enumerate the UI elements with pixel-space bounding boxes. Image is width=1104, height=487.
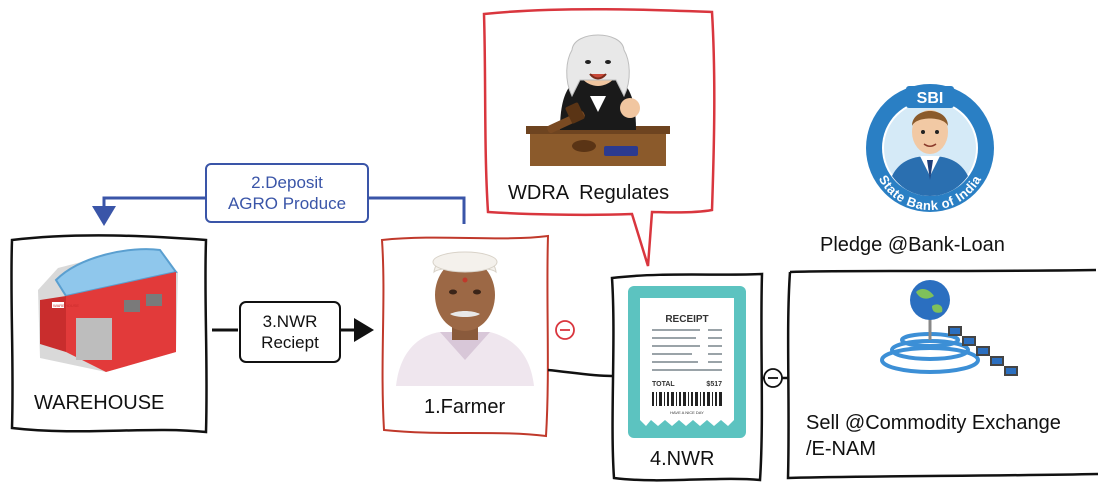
warehouse-label: WAREHOUSE <box>34 392 165 414</box>
receipt-header: RECEIPT <box>665 314 708 325</box>
nwr-receipt-arrow <box>212 301 374 363</box>
receipt-total-label: TOTAL <box>652 381 675 388</box>
sbi-badge-text: SBI <box>917 90 944 107</box>
exchange-globe-icon <box>880 280 1018 376</box>
deposit-arrow <box>92 163 466 226</box>
nwr-receipt-label-line2: Reciept <box>261 333 319 352</box>
sell-label-line2: /E-NAM <box>806 438 876 460</box>
judge-icon <box>526 34 670 166</box>
warehouse-sign: WAREHOUSE <box>53 303 79 308</box>
sell-label-line1: Sell @Commodity Exchange <box>806 412 1061 434</box>
wdra-bubble <box>482 7 716 267</box>
receipt-footer: HAVE A NICE DAY <box>670 410 704 415</box>
pledge-label: Pledge @Bank-Loan <box>820 234 1005 256</box>
farmer-nwr-connector <box>547 320 613 378</box>
outcomes-bracket <box>762 268 1099 480</box>
receipt-icon: RECEIPT TOTAL $517 HAVE A NICE DAY <box>628 286 746 438</box>
sell-label: Sell @Commodity Exchange /E-NAM <box>806 410 1061 462</box>
farmer-photo <box>395 248 535 386</box>
nwr-receipt-label-line1: 3.NWR <box>262 312 318 331</box>
farmer-node <box>380 234 550 438</box>
nwr-receipt-label: 3.NWR Reciept <box>240 311 340 353</box>
sbi-logo: SBI State Bank of India <box>866 84 994 213</box>
warehouse-node: WAREHOUSE <box>10 234 208 434</box>
warehouse-icon: WAREHOUSE <box>38 248 178 372</box>
nwr-node: RECEIPT TOTAL $517 HAVE A NICE DAY <box>610 272 764 482</box>
farmer-label: 1.Farmer <box>424 396 506 418</box>
deposit-label: 2.Deposit AGRO Produce <box>206 172 368 214</box>
deposit-label-line1: 2.Deposit <box>251 173 323 192</box>
receipt-total-value: $517 <box>706 381 722 388</box>
wdra-label: WDRA Regulates <box>508 182 670 204</box>
deposit-label-line2: AGRO Produce <box>227 194 347 213</box>
nwr-label: 4.NWR <box>650 448 715 470</box>
